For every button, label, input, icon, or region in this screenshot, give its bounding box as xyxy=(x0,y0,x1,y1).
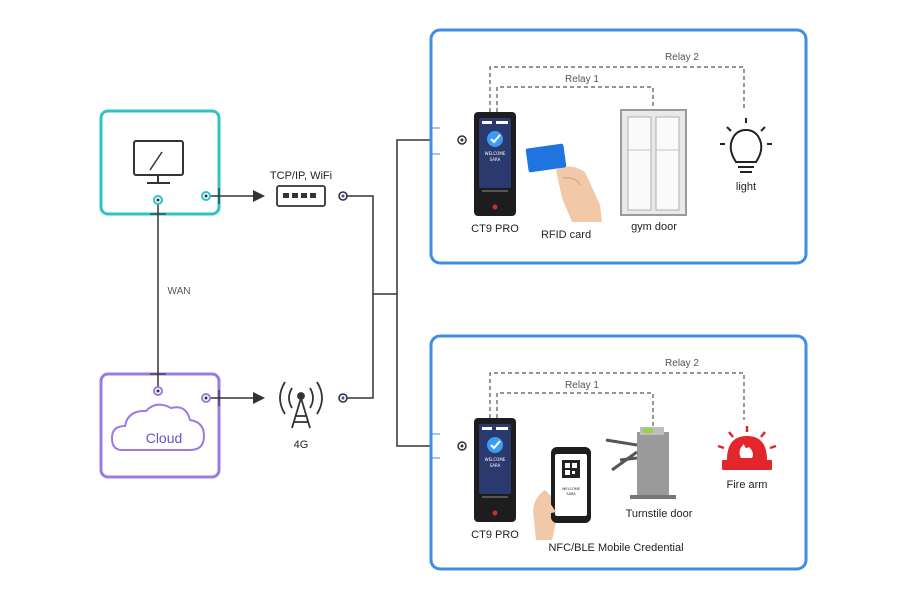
gym-door-label: gym door xyxy=(631,221,677,233)
rfid-label: RFID card xyxy=(541,229,591,241)
phone-screen-name: SARA xyxy=(566,492,576,496)
device-screen-name: SARA xyxy=(490,463,501,468)
relay-2-line xyxy=(489,372,745,420)
bottom-panel xyxy=(429,334,808,571)
relay-1-line xyxy=(496,392,654,426)
monitor-icon xyxy=(133,140,184,184)
ct9-pro-device: WELCOME SARA xyxy=(474,112,516,216)
device-screen-badge: WELCOME xyxy=(485,457,506,462)
cell-tower-icon xyxy=(279,381,323,429)
relay-2-line xyxy=(489,66,745,112)
cloud-label: Cloud xyxy=(146,430,183,446)
device-screen-badge: WELCOME xyxy=(485,151,506,156)
rfid-card-icon xyxy=(525,143,602,222)
fire-alarm-label: Fire arm xyxy=(727,479,768,491)
ct9-pro-device: WELCOME SARA xyxy=(474,418,516,522)
relay-2-label: Relay 2 xyxy=(665,358,699,369)
relay-1-line xyxy=(496,86,654,112)
gym-door-icon xyxy=(620,109,687,216)
relay-1-label: Relay 1 xyxy=(565,74,599,85)
network-lines xyxy=(347,134,443,452)
relay-2-label: Relay 2 xyxy=(665,52,699,63)
top-panel xyxy=(429,28,808,265)
fire-alarm-icon xyxy=(717,426,777,470)
router-label: TCP/IP, WiFi xyxy=(270,170,332,182)
nfc-label: NFC/BLE Mobile Credential xyxy=(548,542,683,554)
light-bulb-icon xyxy=(720,118,772,173)
turnstile-label: Turnstile door xyxy=(626,508,693,520)
light-label: light xyxy=(736,181,756,193)
device-label: CT9 PRO xyxy=(471,223,519,235)
tower-label: 4G xyxy=(294,439,309,451)
device-screen-name: SARA xyxy=(490,157,501,162)
relay-1-label: Relay 1 xyxy=(565,380,599,391)
wan-label: WAN xyxy=(168,286,191,297)
turnstile-icon xyxy=(605,427,676,499)
router-icon xyxy=(276,185,326,207)
cloud-icon xyxy=(110,403,206,451)
phone-screen-badge: WELCOME xyxy=(562,487,580,491)
mobile-phone-icon: WELCOME SARA xyxy=(533,447,591,540)
device-label: CT9 PRO xyxy=(471,529,519,541)
